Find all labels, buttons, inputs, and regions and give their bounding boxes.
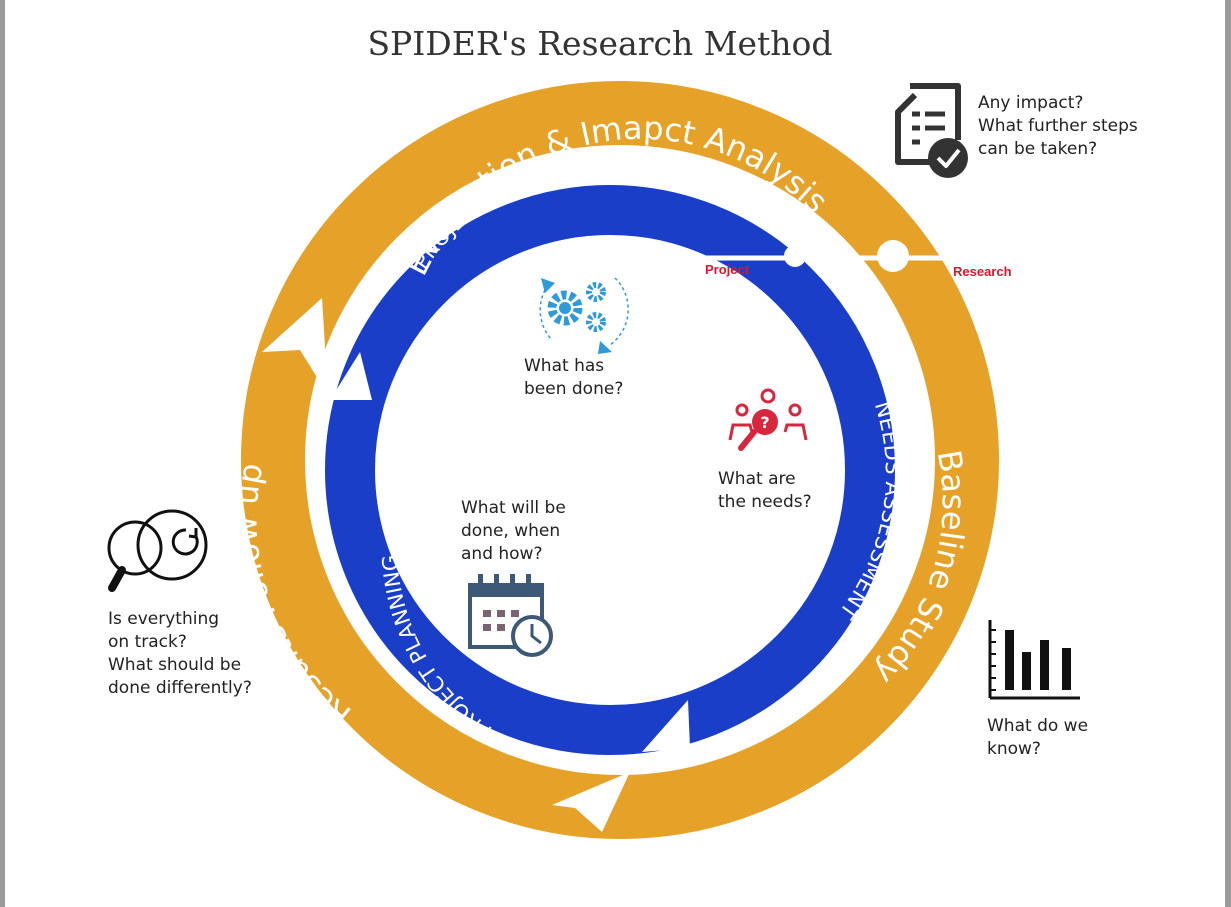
bar-chart-icon xyxy=(988,620,1080,700)
project-marker-label: Project xyxy=(705,262,750,277)
inner-ring-separator-bottom xyxy=(642,700,690,752)
calendar-clock-icon xyxy=(468,574,553,657)
research-marker xyxy=(877,240,909,272)
inner-ring-separator-left xyxy=(330,352,372,400)
outer-ring-separator-bottom xyxy=(552,772,630,832)
page-title: SPIDER's Research Method xyxy=(367,24,833,63)
evaluation-question: Any impact? What further steps can be ta… xyxy=(978,93,1138,159)
implementation-question: What has been done? xyxy=(524,356,624,399)
checklist-icon xyxy=(895,83,968,178)
project-marker xyxy=(784,245,806,267)
magnifier-refresh-icon xyxy=(107,509,208,592)
outer-ring xyxy=(241,81,999,839)
baseline-question: What do we know? xyxy=(987,716,1089,759)
svg-text:?: ? xyxy=(760,413,769,432)
gears-icon xyxy=(539,277,629,354)
people-question-icon: ? xyxy=(728,388,808,451)
research-marker-label: Research xyxy=(953,264,1012,279)
planning-question: What will be done, when and how? xyxy=(461,498,566,564)
inner-ring xyxy=(325,185,895,755)
outer-ring-separator-left xyxy=(262,298,328,395)
follow-up-question: Is everything on track? What should be d… xyxy=(108,609,252,698)
needs-question: What are the needs? xyxy=(718,469,812,512)
left-border xyxy=(0,0,5,907)
right-border xyxy=(1225,0,1231,907)
